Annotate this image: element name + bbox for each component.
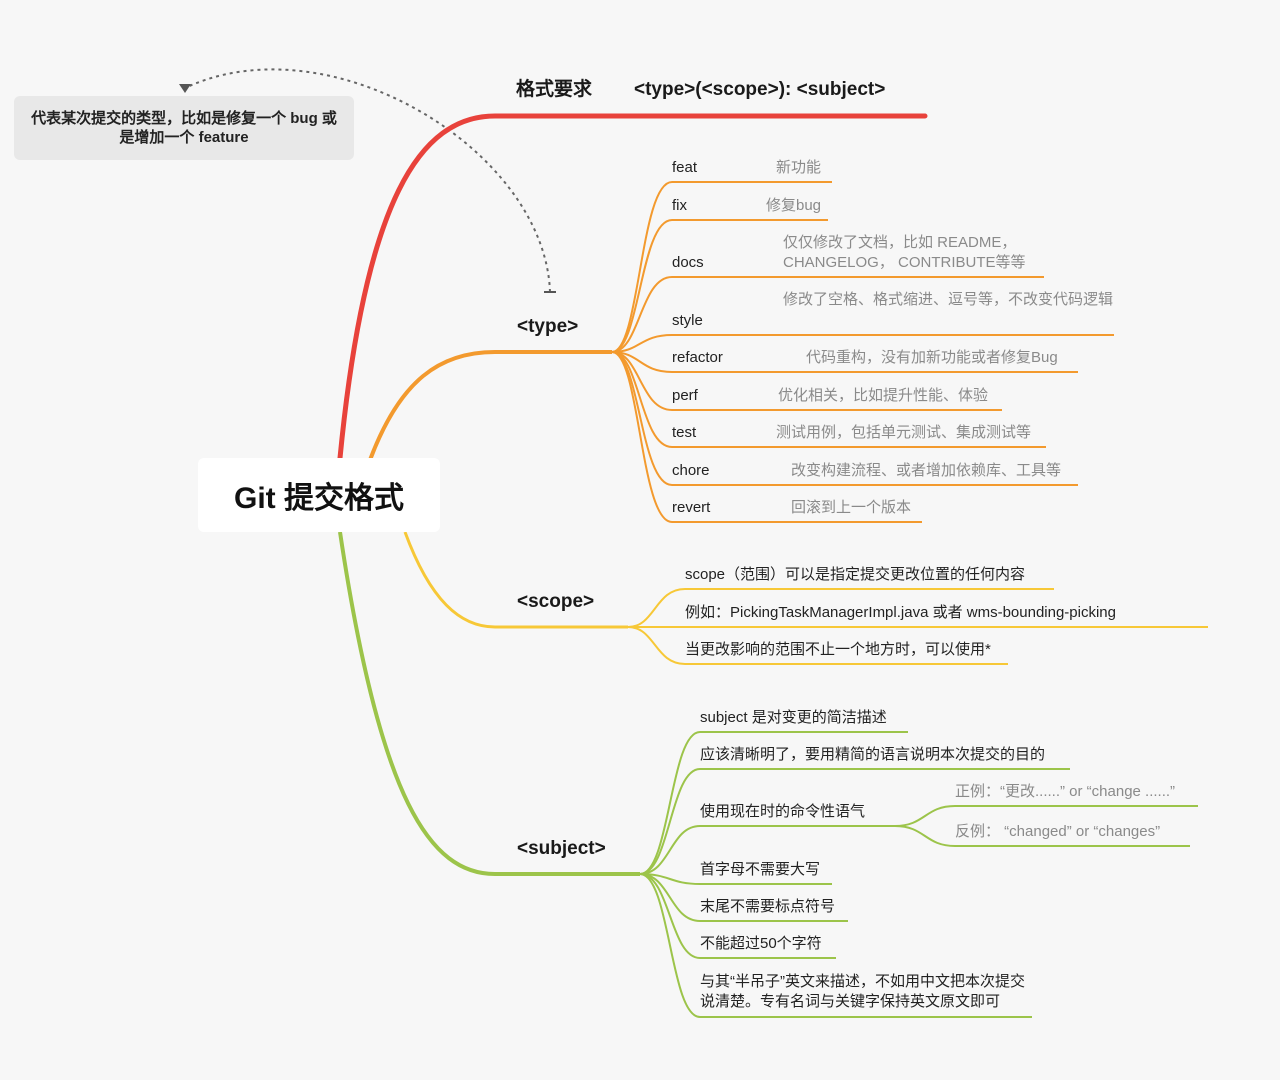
type-key-fix[interactable]: fix	[672, 197, 687, 214]
note-callout: 代表某次提交的类型，比如是修复一个 bug 或是增加一个 feature	[14, 96, 354, 160]
type-desc-style: 修改了空格、格式缩进、逗号等，不改变代码逻辑	[783, 291, 1114, 308]
type-key-docs[interactable]: docs	[672, 254, 704, 271]
note-text: 代表某次提交的类型，比如是修复一个 bug 或是增加一个 feature	[31, 110, 337, 146]
subject-item-clear[interactable]: 应该清晰明了，要用精简的语言说明本次提交的目的	[700, 746, 1046, 763]
type-key-perf[interactable]: perf	[672, 387, 698, 404]
subject-item-max-length[interactable]: 不能超过50个字符	[700, 935, 822, 952]
type-desc-fix: 修复bug	[766, 197, 822, 214]
root-title: Git 提交格式	[234, 482, 404, 515]
branch-scope-connector	[403, 531, 628, 629]
subject-item-lowercase[interactable]: 首字母不需要大写	[700, 861, 821, 878]
subject-item-no-punctuation[interactable]: 末尾不需要标点符号	[700, 898, 836, 915]
scope-item-example[interactable]: 例如：PickingTaskManagerImpl.java 或者 wms-bo…	[685, 604, 1116, 621]
type-key-revert[interactable]: revert	[672, 499, 711, 516]
relation-arrow-head	[179, 84, 191, 93]
subject-item-language[interactable]: 与其“半吊子”英文来描述，不如用中文把本次提交说清楚。专有名词与关键字保持英文原…	[700, 973, 1025, 1010]
type-desc-refactor: 代码重构，没有加新功能或者修复Bug	[806, 349, 1058, 366]
branch-format-connector	[337, 113, 928, 461]
type-desc-perf: 优化相关，比如提升性能、体验	[778, 387, 989, 404]
type-key-chore[interactable]: chore	[672, 462, 710, 479]
topic-format-value[interactable]: <type>(<scope>): <subject>	[634, 79, 886, 100]
topic-subject[interactable]: <subject>	[517, 838, 606, 859]
root-topic[interactable]: Git 提交格式	[198, 458, 440, 532]
type-desc-docs: 仅仅修改了文档，比如 README，CHANGELOG， CONTRIBUTE等…	[783, 234, 1026, 271]
subject-example-bad: 反例： “changed” or “changes”	[955, 823, 1161, 840]
type-key-feat[interactable]: feat	[672, 159, 698, 176]
type-key-refactor[interactable]: refactor	[672, 349, 723, 366]
type-desc-chore: 改变构建流程、或者增加依赖库、工具等	[791, 462, 1062, 479]
subject-item-definition[interactable]: subject 是对变更的简洁描述	[700, 709, 887, 726]
topic-format-label[interactable]: 格式要求	[516, 79, 593, 100]
branch-subject-connector	[338, 531, 640, 876]
topic-scope[interactable]: <scope>	[517, 591, 595, 612]
type-key-style[interactable]: style	[672, 312, 703, 329]
type-key-test[interactable]: test	[672, 424, 697, 441]
relation-dotted-arrow	[184, 68, 551, 293]
type-desc-revert: 回滚到上一个版本	[791, 499, 912, 516]
scope-item-definition[interactable]: scope（范围）可以是指定提交更改位置的任何内容	[685, 566, 1026, 583]
type-desc-test: 测试用例，包括单元测试、集成测试等	[776, 424, 1032, 441]
type-desc-feat: 新功能	[776, 159, 822, 176]
subject-item-imperative[interactable]: 使用现在时的命令性语气	[700, 803, 866, 820]
branch-type-connector	[368, 350, 612, 461]
topic-type[interactable]: <type>	[517, 316, 579, 337]
scope-item-multiple[interactable]: 当更改影响的范围不止一个地方时，可以使用*	[685, 641, 991, 658]
subject-example-good: 正例：“更改......” or “change ......”	[955, 783, 1176, 800]
